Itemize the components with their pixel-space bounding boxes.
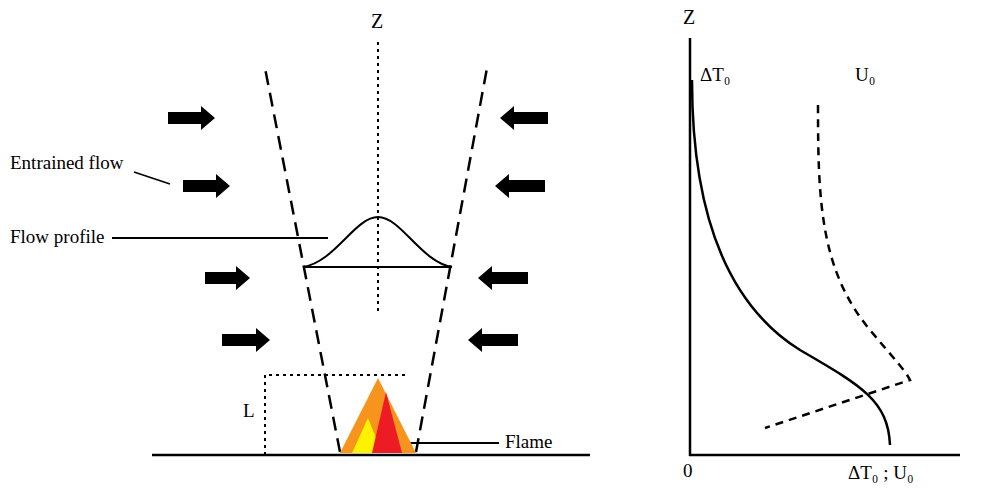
flame-outer xyxy=(340,378,416,453)
height-marker xyxy=(265,375,405,455)
axis-label: Z xyxy=(683,6,695,29)
profile-curve xyxy=(303,217,452,267)
callout-label: Flow profile xyxy=(10,226,104,248)
entrainment-arrows xyxy=(168,106,548,352)
callout-label: Entrained flow xyxy=(10,152,123,174)
plot-axes xyxy=(689,38,960,456)
leader-line xyxy=(112,237,328,239)
curve-label: ΔT₀ xyxy=(700,64,730,86)
callout-label: Flame xyxy=(505,431,553,453)
plume-boundary xyxy=(416,68,487,452)
axis-origin: 0 xyxy=(683,460,693,482)
axis-label: Z xyxy=(371,10,383,33)
profile-base xyxy=(303,266,452,268)
velocity-curve xyxy=(765,105,910,428)
dimension-label: L xyxy=(243,400,255,422)
curve-label: U₀ xyxy=(855,64,875,86)
temperature-curve xyxy=(692,80,890,445)
ground-line xyxy=(152,454,590,457)
center-axis xyxy=(377,42,379,315)
plume-boundary xyxy=(265,68,340,452)
flame-core xyxy=(372,392,402,453)
axis-label: ΔT₀ ; U₀ xyxy=(848,462,914,484)
leader-line xyxy=(134,172,170,184)
